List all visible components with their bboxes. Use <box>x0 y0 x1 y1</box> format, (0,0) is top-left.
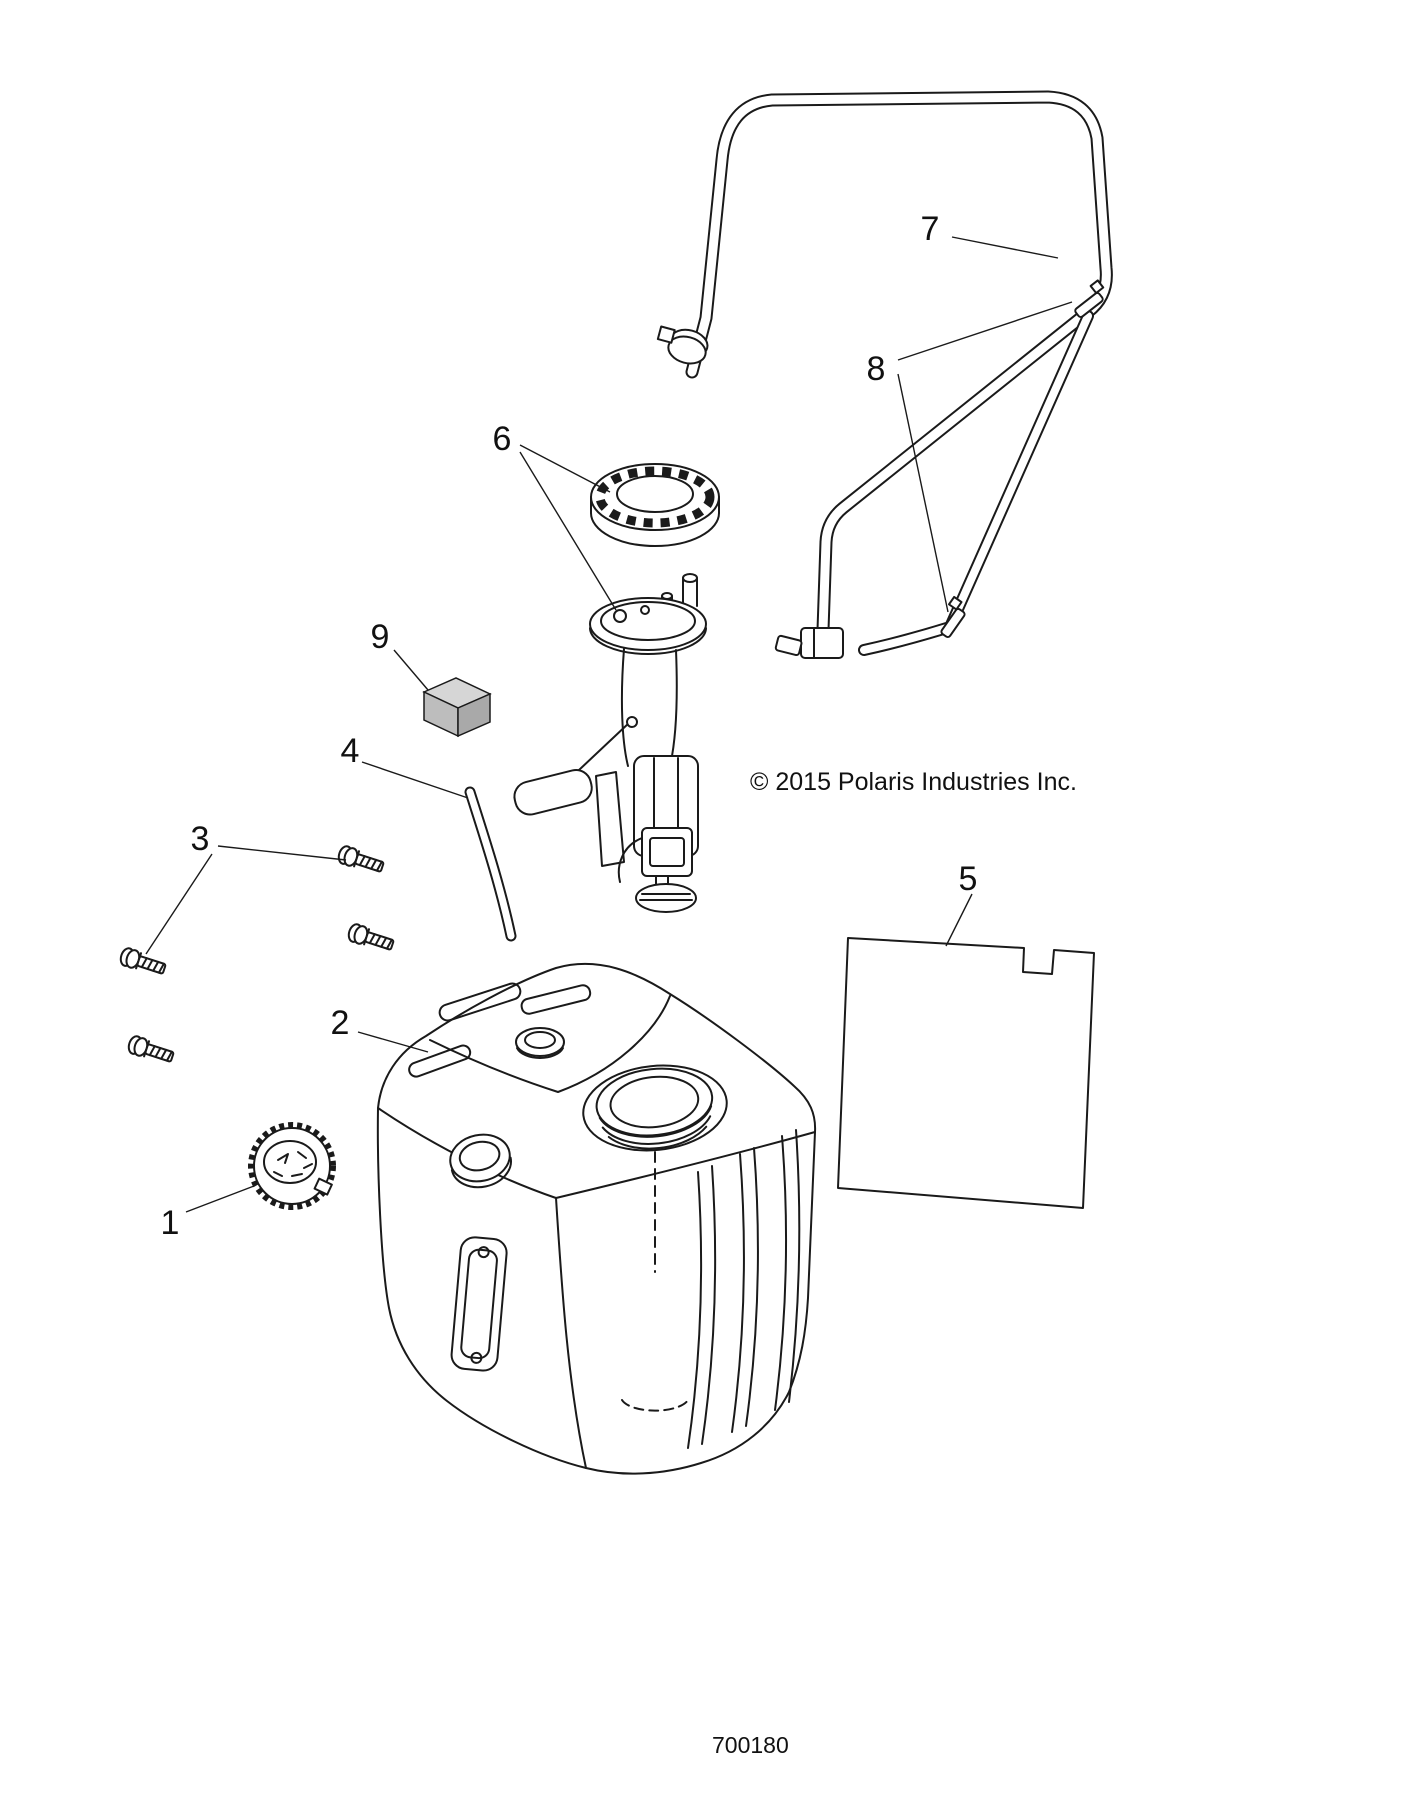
decal-sheet <box>837 937 1095 1209</box>
lock-ring <box>590 463 720 547</box>
pump-opening <box>582 1064 728 1152</box>
callout-6: 6 <box>493 420 512 458</box>
fuel-level-float <box>513 768 593 816</box>
callout-labels: 1 2 3 4 5 6 7 8 9 <box>161 210 978 1242</box>
foam-pad <box>422 677 492 738</box>
callout-9: 9 <box>371 618 390 656</box>
mounting-bolts <box>117 843 397 1067</box>
hose-end-clamp <box>656 325 709 365</box>
leader-lines <box>145 236 1073 1213</box>
callout-2: 2 <box>331 1004 350 1042</box>
hose-clamp-upper <box>1067 279 1111 320</box>
callout-3: 3 <box>191 820 210 858</box>
copyright-text: © 2015 Polaris Industries Inc. <box>750 768 1077 796</box>
callout-4: 4 <box>341 732 360 770</box>
bolt-3 <box>117 945 169 979</box>
fuel-pump-assembly <box>513 573 707 913</box>
callout-7: 7 <box>921 210 940 248</box>
fuel-tank <box>376 962 817 1475</box>
vent-tube <box>464 786 517 942</box>
callout-5: 5 <box>959 860 978 898</box>
fuel-cap <box>248 1122 336 1210</box>
fuel-line-hose <box>656 90 1113 659</box>
filler-neck <box>449 1133 512 1189</box>
callout-8: 8 <box>867 350 886 388</box>
bolt-2 <box>345 921 397 955</box>
tank-top-stub <box>515 1027 565 1059</box>
hose-elbow-fitting <box>774 627 844 659</box>
figure-number: 700180 <box>712 1732 789 1758</box>
bolt-4 <box>125 1033 177 1067</box>
callout-1: 1 <box>161 1204 180 1242</box>
tank-handle-plate <box>450 1236 508 1372</box>
